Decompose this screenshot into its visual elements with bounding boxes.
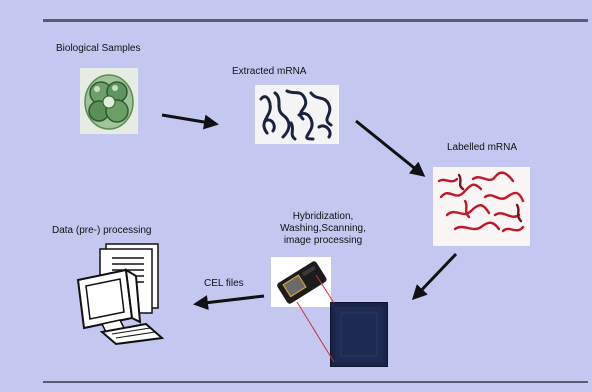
microarray-chip-icon — [330, 302, 388, 367]
scanner-icon — [271, 257, 331, 307]
label-cel-files: CEL files — [204, 278, 244, 289]
label-data-processing: Data (pre-) processing — [52, 225, 152, 236]
scanner-connector-line-2 — [315, 274, 335, 304]
label-hybridization-line1: Hybridization, — [292, 211, 354, 222]
label-biological-samples: Biological Samples — [56, 43, 141, 54]
bottom-rule — [43, 381, 588, 383]
label-hybridization-line2: Washing,Scanning, — [280, 223, 366, 234]
arrow-mrna-to-labelled — [355, 119, 426, 177]
mrna-strands-icon — [255, 85, 339, 144]
computer-icon — [72, 240, 172, 346]
arrow-hybridization-to-data — [193, 294, 265, 311]
labelled-mrna-icon — [433, 167, 530, 246]
label-hybridization: Hybridization, Washing,Scanning, image p… — [273, 211, 373, 247]
arrow-labelled-to-hybridization — [411, 252, 458, 301]
label-extracted-mrna: Extracted mRNA — [232, 66, 307, 77]
cell-cluster-icon — [80, 68, 138, 134]
label-labelled-mrna: Labelled mRNA — [447, 142, 518, 153]
arrow-samples-to-mrna — [161, 113, 219, 130]
scanner-connector-line — [296, 301, 335, 363]
label-hybridization-line3: image processing — [283, 235, 363, 246]
top-rule — [43, 19, 588, 22]
